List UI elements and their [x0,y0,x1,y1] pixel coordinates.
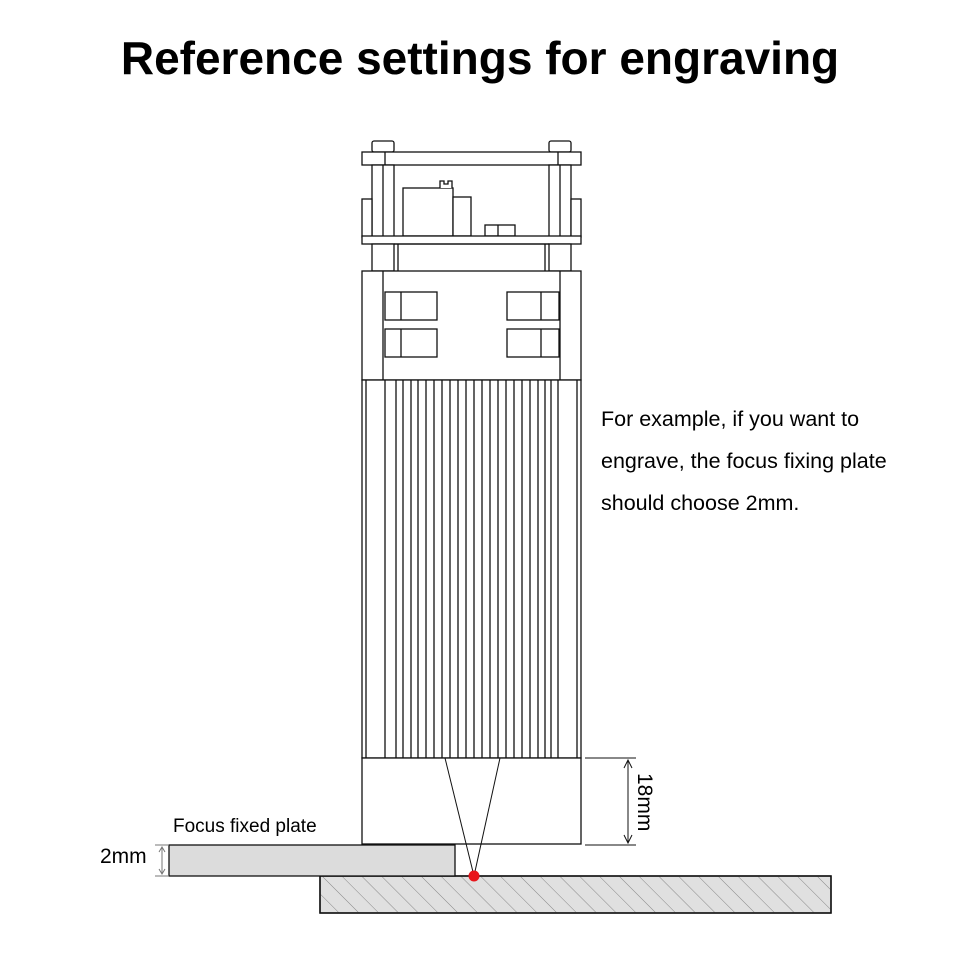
pcb-assembly [361,140,582,272]
screw-right [548,140,572,153]
plate-thickness-label: 2mm [100,845,147,868]
vent-right [506,291,560,358]
laser-beam [444,757,501,877]
page-title: Reference settings for engraving [120,32,840,84]
laser-focus-dot [468,870,480,882]
heatsink-body [361,379,582,759]
focus-fixed-plate [168,844,456,877]
component-chip [484,224,516,237]
vent-left [384,291,438,358]
focus-plate-label: Focus fixed plate [173,816,317,837]
bottom-board [361,235,582,245]
dimension-18mm [585,757,636,846]
lens-housing [361,757,582,845]
component-box [402,187,454,237]
upper-housing [361,270,582,381]
dimension-2mm [155,844,169,877]
workpiece-base [319,875,832,914]
description-text: For example, if you want to engrave, the… [601,407,887,515]
screw-left [371,140,395,153]
top-board [361,151,582,166]
